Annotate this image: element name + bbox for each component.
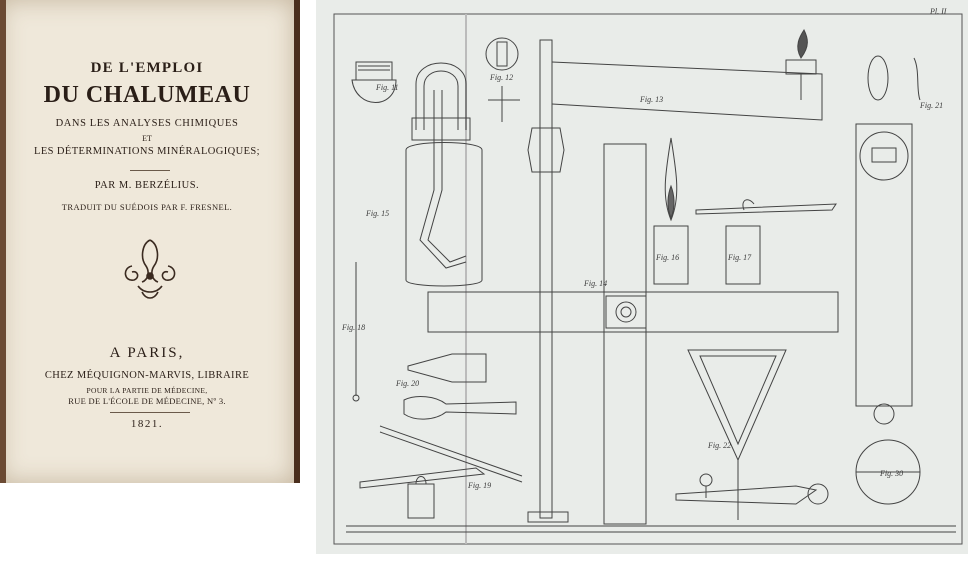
fig-16-candle [653, 137, 689, 285]
book-spine-edge [0, 0, 6, 483]
subtitle-line-2: LES DÉTERMINATIONS MINÉRALOGIQUES; [34, 146, 260, 157]
imprint-address: RUE DE L'ÉCOLE DE MÉDECINE, Nº 3. [68, 396, 226, 406]
printer-ornament-icon [124, 239, 176, 299]
fig-11-crucible [351, 61, 397, 103]
fig-19-blowpipe [359, 425, 523, 519]
fig-20-nozzle [403, 353, 517, 420]
imprint-year: 1821. [130, 418, 164, 430]
fig-9-instrument [855, 55, 921, 425]
plate-number-label: Pl. II [929, 7, 947, 16]
plate-drawing: Pl. II Fig. 11 Fig. 12 Fig. 13 Fig. 14 F… [333, 7, 963, 545]
fig-21-pincers [675, 473, 829, 505]
imprint-publisher: CHEZ MÉQUIGNON-MARVIS, LIBRAIRE [44, 370, 250, 381]
fig-20-label: Fig. 20 [395, 379, 419, 388]
subtitle-conjunction: ET [142, 134, 152, 143]
fig-16-label: Fig. 16 [655, 253, 679, 262]
imprint-place: A PARIS, [109, 345, 185, 361]
fig-13-arm [551, 29, 823, 121]
fig-11-label: Fig. 11 [375, 83, 399, 92]
fig-30-disk [855, 439, 921, 505]
fig-14-bar [427, 291, 839, 333]
author-line: PAR M. BERZÉLIUS. [94, 180, 200, 191]
fig-17-label: Fig. 17 [727, 253, 752, 262]
fig-15-label: Fig. 15 [365, 209, 389, 218]
imprint-publisher-subline: POUR LA PARTIE DE MÉDECINE, [86, 386, 208, 395]
imprint-divider [110, 412, 190, 413]
stand-rod [346, 39, 956, 533]
plate-border [333, 13, 963, 545]
fig-22-label: Fig. 22 [707, 441, 731, 450]
fig-17-candle [695, 199, 837, 285]
fig-22-triangle [687, 349, 787, 520]
fig-21-label: Fig. 21 [919, 101, 943, 110]
fig-12-disk [485, 37, 520, 122]
fig-12-label: Fig. 12 [489, 73, 513, 82]
title-line-2: DU CHALUMEAU [43, 82, 251, 108]
subtitle-line-1: DANS LES ANALYSES CHIMIQUES [55, 118, 239, 129]
title-divider [130, 170, 170, 171]
book-title-page: DE L'EMPLOI DU CHALUMEAU DANS LES ANALYS… [0, 0, 300, 483]
fig-13-label: Fig. 13 [639, 95, 663, 104]
fig-18-label: Fig. 18 [341, 323, 365, 332]
engraved-plate: Pl. II Fig. 11 Fig. 12 Fig. 13 Fig. 14 F… [316, 0, 968, 554]
fig-19-label: Fig. 19 [467, 481, 491, 490]
translator-line: TRADUIT DU SUÉDOIS PAR F. FRESNEL. [61, 202, 233, 212]
fig-14-label: Fig. 14 [583, 279, 607, 288]
title-line-1: DE L'EMPLOI [90, 60, 204, 76]
fig-15-bottle [405, 62, 483, 287]
fig-30-label: Fig. 30 [879, 469, 903, 478]
upright-post [603, 143, 647, 525]
